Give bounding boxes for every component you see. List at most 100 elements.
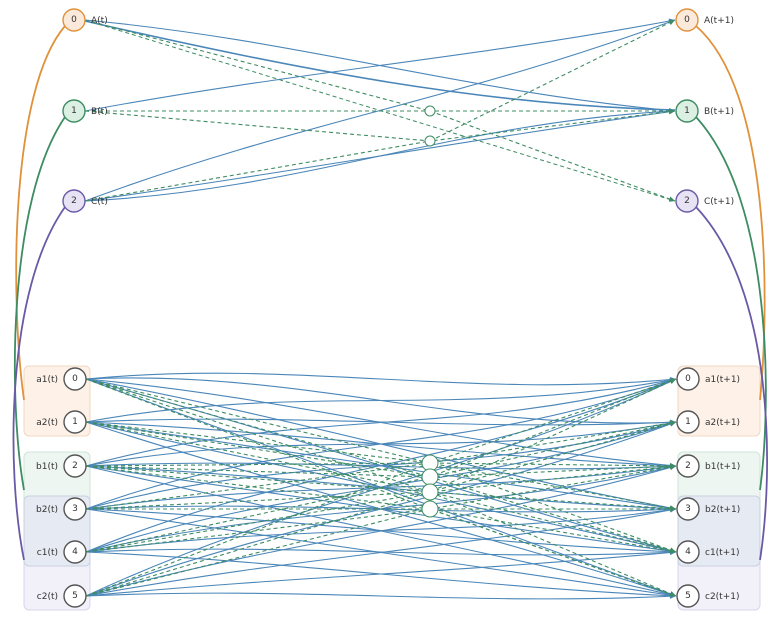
edge-a-to-c-dashed-2 [84,19,676,202]
node-circle [63,410,87,434]
arc-left-c [12,206,66,561]
arc-left-b [13,116,66,491]
node-number: 1 [685,417,691,427]
node-circle [676,584,700,608]
arc-right-c [695,206,768,561]
node-number: 5 [72,591,78,601]
node-number: 1 [72,417,78,427]
node-label: b1(t) [36,462,58,472]
node-circle [63,540,87,564]
node-circle [676,540,700,564]
node-circle [675,189,699,213]
junction-node [421,468,439,486]
edge-lower-0-to-0 [85,372,677,386]
node-label: B(t) [91,107,108,117]
node-circle [676,454,700,478]
node-number: 3 [72,504,78,514]
node-circle [62,99,86,123]
edge-lower-dashed-3-to-4 [85,462,677,553]
edge-lower-dashed-0-to-0 [85,378,677,493]
node-label: a2(t+1) [705,418,740,428]
edge-lower-dashed-0-to-2 [85,378,677,469]
node-label: c2(t+1) [705,592,740,602]
node-number: 1 [684,106,690,116]
junction-nodes [421,105,439,518]
lower-left-node-3: 3 b2(t) [36,497,87,521]
node-label: C(t) [91,197,108,207]
lower-right-node-5: 5 c2(t+1) [676,584,740,608]
node-label: a1(t) [36,375,58,385]
node-number: 2 [684,196,690,206]
edge-lower-4-to-0 [85,378,677,553]
junction-node [421,483,439,501]
node-number: 2 [685,461,691,471]
node-label: b2(t+1) [705,505,740,515]
upper-right-node-2: 2 C(t+1) [675,189,734,213]
upper-right-node-1: 1 B(t+1) [675,99,734,123]
node-number: 3 [685,504,691,514]
node-number: 4 [72,547,78,557]
arc-left-a [15,25,66,401]
node-number: 2 [71,196,77,206]
node-circle [62,8,86,32]
lower-right-node-1: 1 a2(t+1) [676,410,740,434]
node-circle [675,8,699,32]
node-circle [63,584,87,608]
node-number: 0 [684,15,690,25]
node-number: 0 [72,374,78,384]
edge-lower-2-to-0 [85,378,677,467]
lower-left-node-1: 1 a2(t) [36,410,87,434]
upper-left-node-0: 0 A(t) [62,8,108,32]
node-label: a1(t+1) [705,375,740,385]
edge-lower-3-to-0 [85,378,677,510]
node-label: a2(t) [36,418,58,428]
edge-lower-1-to-0 [85,377,677,423]
node-label: A(t) [91,16,108,26]
lower-left-node-2: 2 b1(t) [36,454,87,478]
node-circle [676,367,700,391]
node-circle [675,99,699,123]
outer-arcs [12,25,768,561]
lower-left-node-4: 4 c1(t) [37,540,87,564]
node-label: C(t+1) [704,197,734,207]
upper-left-node-2: 2 C(t) [62,189,108,213]
lower-left-node-5: 5 c2(t) [37,584,87,608]
edge-c-to-b-2 [84,108,676,202]
node-number: 1 [71,106,77,116]
upper-left-node-1: 1 B(t) [62,99,108,123]
node-number: 0 [71,15,77,25]
edge-b-to-a [84,18,676,112]
edge-lower-5-to-2 [85,465,677,597]
node-label: B(t+1) [704,107,734,117]
junction-node [424,135,436,147]
edge-b-to-b-dashed-2 [84,109,676,142]
edge-a-to-b-strong [84,20,676,111]
node-number: 4 [685,547,691,557]
node-circle [63,454,87,478]
edge-lower-dashed-5-to-1 [85,420,677,597]
lower-right-node-4: 4 c1(t+1) [676,540,740,564]
node-label: c1(t+1) [705,548,740,558]
junction-node [421,500,439,518]
node-label: c1(t) [37,548,58,558]
solid-edges [84,18,677,600]
node-circle [676,497,700,521]
arc-right-a [695,25,766,401]
node-circle [676,410,700,434]
node-label: b1(t+1) [705,462,740,472]
node-label: c2(t) [37,592,58,602]
node-circle [63,497,87,521]
node-label: b2(t) [36,505,58,515]
node-number: 5 [685,591,691,601]
edge-lower-5-to-3 [85,507,677,597]
lower-right-node-2: 2 b1(t+1) [676,454,740,478]
node-circle [63,367,87,391]
lower-left-node-0: 0 a1(t) [36,367,87,391]
arc-right-b [695,116,767,491]
lower-right-node-3: 3 b2(t+1) [676,497,740,521]
node-number: 2 [72,461,78,471]
